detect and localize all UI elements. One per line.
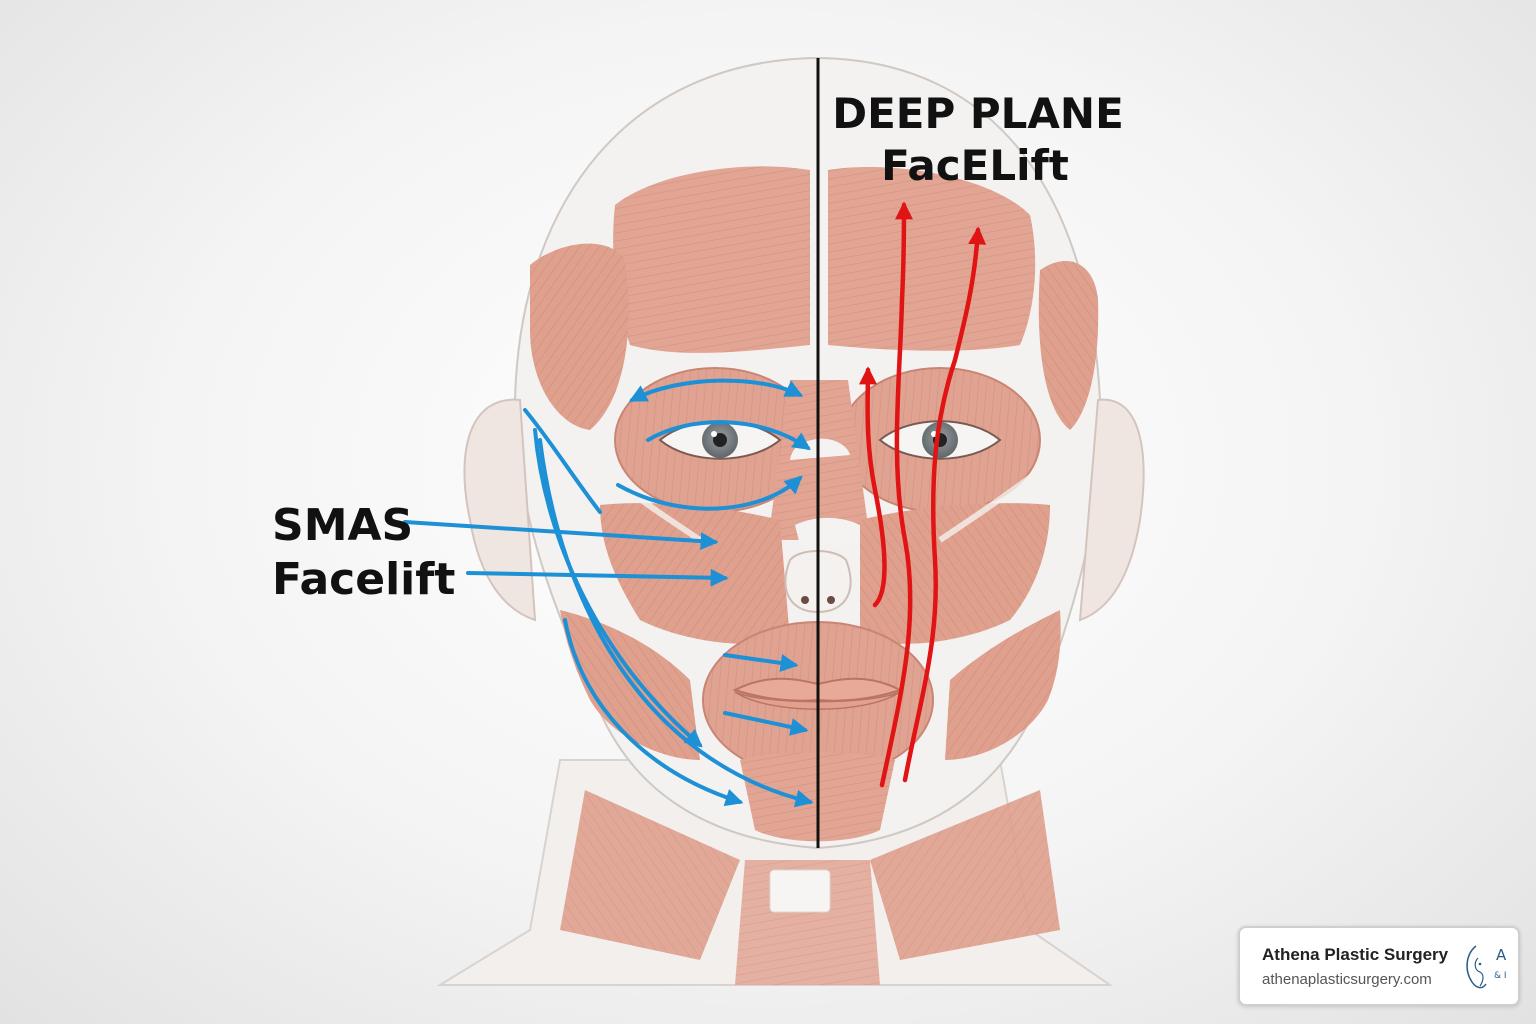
brand-url: athenaplasticsurgery.com xyxy=(1262,971,1432,988)
deep-plane-arrow-inner xyxy=(858,366,887,608)
deep-plane-title-line1: DEEP PLANE xyxy=(832,89,1124,138)
brand-card: Athena Plastic Surgery athenaplasticsurg… xyxy=(1238,926,1520,1006)
deep-plane-arrow-middle xyxy=(879,201,913,788)
trachea-ring xyxy=(769,869,831,913)
temporalis-right xyxy=(1038,261,1099,430)
smas-cheek-arrow-2 xyxy=(466,568,729,587)
smas-arrows xyxy=(403,378,814,808)
smas-title-line2: Facelift xyxy=(272,554,455,605)
smas-lip-arrow-2 xyxy=(723,711,809,736)
frontalis-right xyxy=(828,167,1036,351)
deep-plane-title-line2: FacELift xyxy=(881,141,1069,190)
deep-plane-arrow-outer xyxy=(902,226,987,783)
smas-lower-eye-arrow xyxy=(616,475,803,511)
smas-long-arrow xyxy=(538,438,814,808)
smas-lip-arrow-1 xyxy=(723,653,799,672)
smas-jaw-arrow xyxy=(563,618,744,807)
neck xyxy=(436,759,1114,986)
left-eye xyxy=(658,420,782,460)
smas-title-line1: SMAS xyxy=(272,500,413,551)
left-ear xyxy=(463,398,537,622)
right-ear xyxy=(1078,398,1145,622)
frontalis-left xyxy=(613,166,810,353)
deep-plane-arrows xyxy=(858,201,987,788)
masseter-right xyxy=(945,610,1061,760)
cheek-right xyxy=(860,503,1050,644)
brand-logo-icon: A & I xyxy=(1458,940,1514,996)
smas-brow-arrow xyxy=(628,378,804,402)
smas-upper-eye-arrow xyxy=(646,420,811,451)
logo-small-text: & I xyxy=(1494,971,1507,981)
temporalis-left xyxy=(530,243,629,430)
smas-ear-arrow-1 xyxy=(523,408,602,514)
brand-name: Athena Plastic Surgery xyxy=(1262,945,1449,964)
logo-letter: A xyxy=(1496,946,1507,964)
right-eye xyxy=(878,420,1002,460)
